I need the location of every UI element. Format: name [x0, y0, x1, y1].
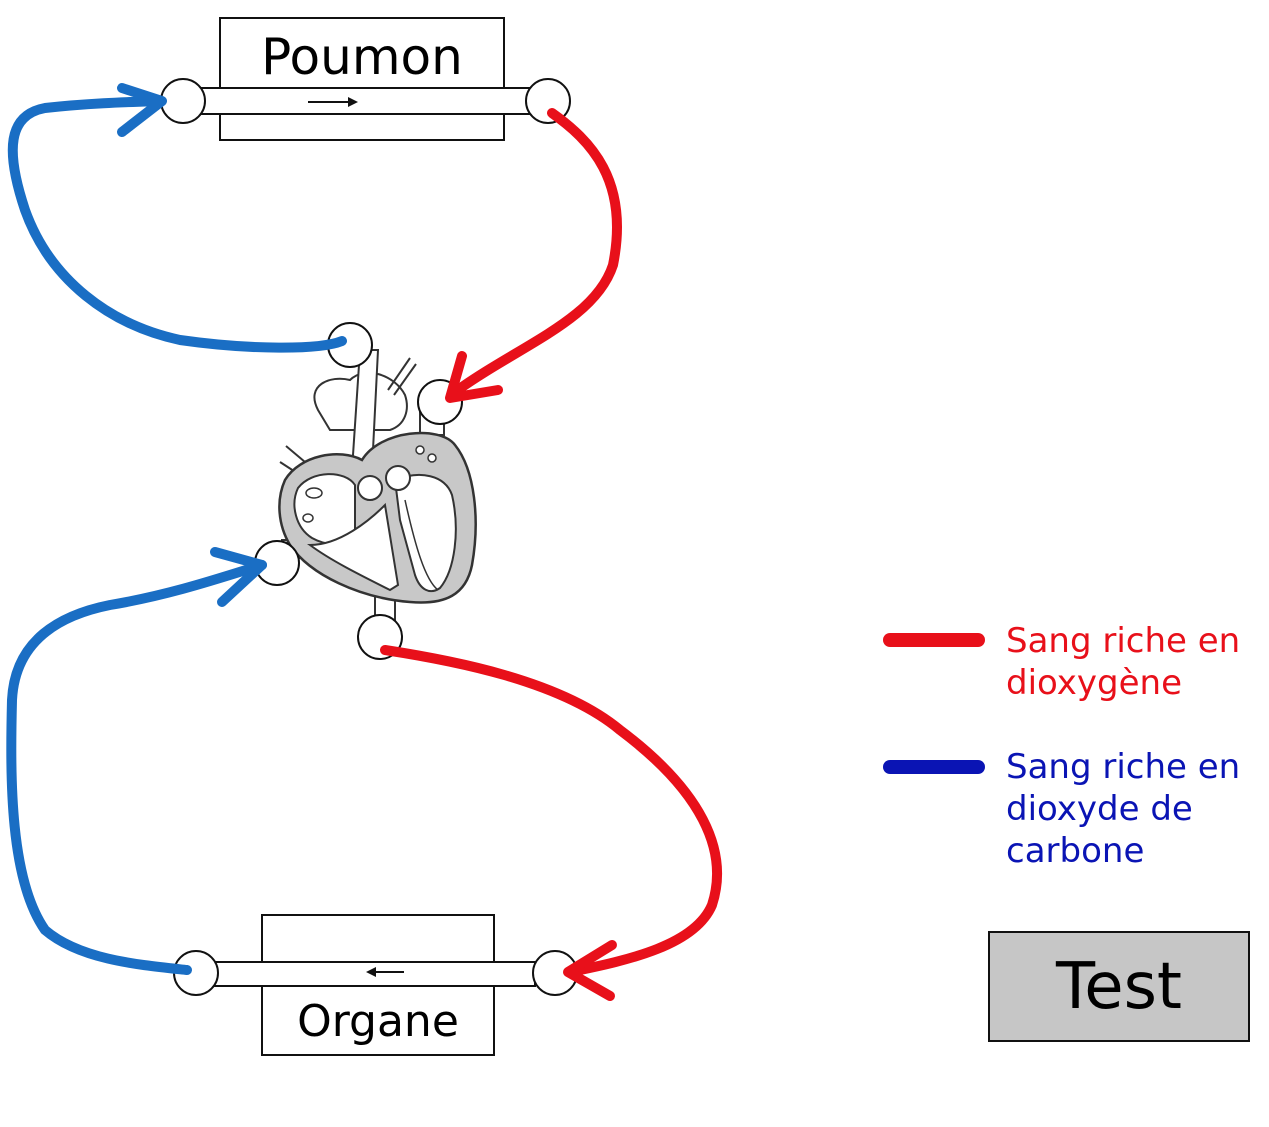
organ-box: [173, 914, 578, 1056]
red-path-lung: [445, 108, 622, 403]
organ-label: Organe: [297, 996, 459, 1047]
heart-cross-section-icon: [278, 349, 477, 626]
lung-inlet-node[interactable]: [160, 78, 206, 124]
organ-flow-arrow-icon: [366, 967, 404, 977]
blue-path-organ: [6, 547, 267, 975]
lung-label: Poumon: [261, 28, 463, 86]
legend-oxygenated-label: Sang riche en dioxygène: [1006, 621, 1241, 703]
lung-vessel: [189, 87, 546, 115]
red-path-organ: [380, 645, 723, 1001]
test-button[interactable]: Test: [988, 931, 1250, 1042]
blue-path-lung: [7, 83, 347, 353]
legend-deoxygenated-label: Sang riche en dioxyde de carbone: [1006, 747, 1241, 871]
lung-flow-arrow-icon: [308, 97, 358, 107]
